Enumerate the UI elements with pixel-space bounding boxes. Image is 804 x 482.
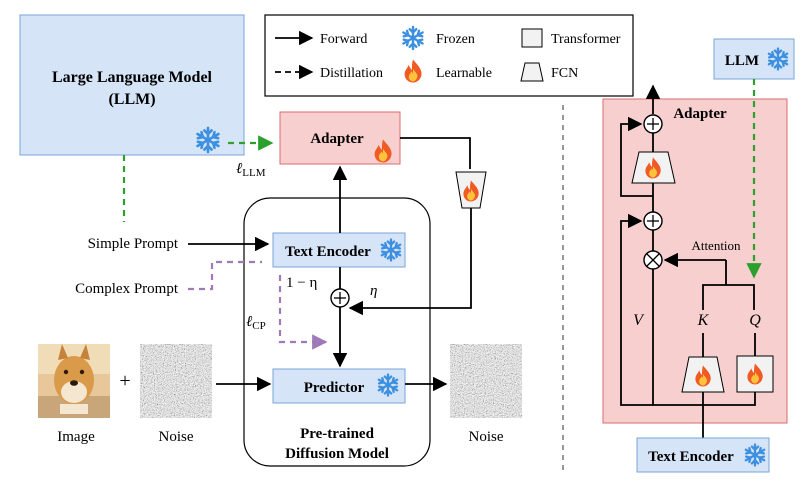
noise-label-output: Noise <box>469 429 504 445</box>
snowflake-icon <box>402 25 424 51</box>
doge-image <box>38 344 110 418</box>
diffusion-title-line2: Diffusion Model <box>285 446 389 462</box>
residual-skip-top <box>620 116 653 197</box>
legend-fcn-label: FCN <box>551 66 578 81</box>
llm-title-line1: Large Language Model <box>52 69 213 86</box>
text-encoder-box <box>272 232 406 268</box>
loss-llm-label: ℓLLM <box>236 161 266 179</box>
legend-frozen-label: Frozen <box>436 32 475 47</box>
v-label: V <box>633 312 645 329</box>
complex-prompt-distill-line <box>188 260 262 291</box>
attention-label: Attention <box>691 238 741 253</box>
input-distribution-line <box>653 392 756 406</box>
text-encoder-label: Text Encoder <box>285 244 371 260</box>
legend-learnable-label: Learnable <box>436 66 492 81</box>
llm-title-line2: (LLM) <box>108 91 155 108</box>
adapter-detail-title: Adapter <box>673 106 727 122</box>
diffusion-title-line1: Pre-trained <box>300 426 375 442</box>
llm-small-label: LLM <box>725 53 759 69</box>
eta-label: η <box>370 283 377 299</box>
legend-distillation-label: Distillation <box>320 66 383 81</box>
fcn-to-sum-arrow <box>348 208 472 316</box>
image-label: Image <box>57 429 95 445</box>
legend-fcn-icon <box>520 62 544 82</box>
one-minus-eta-label: 1 − η <box>286 275 317 291</box>
legend-transformer-icon <box>521 28 543 48</box>
diffusion-model-box <box>243 197 431 467</box>
adapter-output-line <box>400 137 471 169</box>
noise-image-output <box>450 344 522 418</box>
right-text-encoder-label: Text Encoder <box>648 449 734 465</box>
residual-skip-mid <box>620 213 653 406</box>
k-label: K <box>697 312 710 329</box>
plus-sign: + <box>119 370 130 392</box>
encoder-to-predictor-distill-arrow <box>278 275 328 350</box>
k-q-join-line <box>702 284 755 310</box>
flame-icon <box>404 59 422 83</box>
noise-label-input: Noise <box>159 429 194 445</box>
simple-prompt-label: Simple Prompt <box>88 236 179 252</box>
adapter-label: Adapter <box>310 131 364 147</box>
q-label: Q <box>749 312 761 329</box>
legend-forward-label: Forward <box>320 32 367 47</box>
predictor-box <box>272 368 406 404</box>
loss-cp-label: ℓCP <box>246 314 266 332</box>
noise-image-input <box>140 344 212 418</box>
predictor-label: Predictor <box>304 380 365 396</box>
legend-box <box>264 14 634 97</box>
complex-prompt-label: Complex Prompt <box>75 281 179 297</box>
right-text-encoder-box <box>636 437 770 473</box>
legend-transformer-label: Transformer <box>551 32 621 47</box>
